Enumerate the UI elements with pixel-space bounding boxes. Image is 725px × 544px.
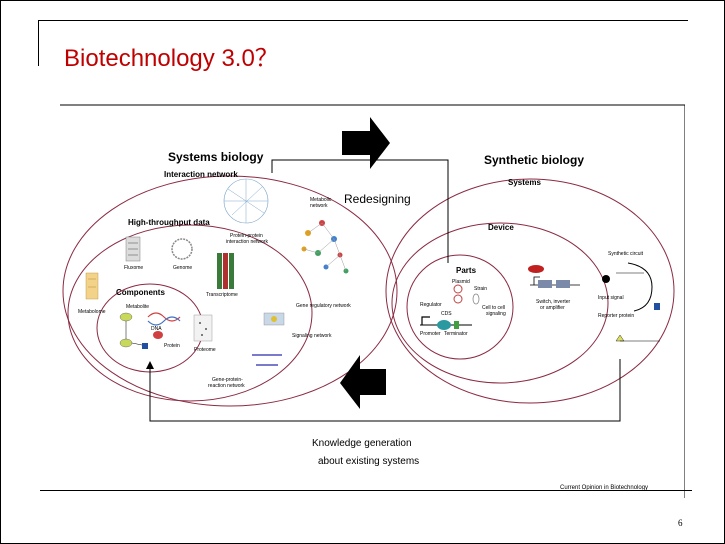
metabolome-illustration [85, 272, 99, 300]
dna-label: DNA [151, 326, 162, 332]
device-label: Device [488, 223, 514, 232]
signaling-network-label: Signaling network [292, 333, 332, 339]
redesigning-arrow [342, 117, 390, 169]
metabolome-label: Metabolome [78, 309, 106, 315]
high-throughput-label: High-throughput data [128, 218, 210, 227]
interaction-network-label: Interaction network [164, 170, 238, 179]
synthetic-biology-outer-ellipse [385, 178, 675, 404]
strain-label: Strain [474, 286, 487, 292]
switch-label-2: or amplifier [540, 305, 565, 311]
knowledge-arrow [340, 355, 386, 409]
gene-protein-reaction-label-2: reaction network [208, 383, 245, 389]
page-number: 6 [678, 518, 683, 528]
proteome-label: Proteome [194, 347, 216, 353]
high-throughput-ellipse [67, 224, 313, 402]
genome-label: Genome [173, 265, 192, 271]
strain-illustration [472, 293, 480, 305]
protein-label: Protein [164, 343, 180, 349]
switch-label-1: Switch, inverter [536, 299, 571, 305]
gene-regulatory-network-label: Gene regulatory network [296, 303, 351, 309]
genetic-part-illustration [420, 316, 472, 330]
metabolic-network-label-2: network [310, 203, 328, 209]
transcriptome-label: Transcriptome [206, 292, 238, 298]
ppi-network-illustration [223, 178, 269, 224]
switch-device-illustration [528, 265, 580, 288]
knowledge-loop-line [149, 359, 621, 422]
knowledge-label-2: about existing systems [318, 456, 419, 467]
terminator-label: Terminator [444, 331, 468, 337]
fluxome-illustration [125, 236, 141, 262]
signaling-network-illustration [263, 312, 285, 326]
fluxome-label: Fluxome [124, 265, 143, 271]
metabolic-network-illustration [301, 220, 349, 274]
gene-protein-reaction-illustration [252, 354, 282, 366]
components-ellipse [96, 283, 204, 373]
regulator-label: Regulator [420, 302, 442, 308]
parts-label: Parts [456, 266, 477, 275]
title-tick [38, 20, 39, 66]
systems-biology-outer-ellipse [62, 175, 398, 407]
input-signal-label: Input signal [598, 295, 624, 301]
source-label: Current Opinion in Biotechnology [560, 485, 648, 491]
systems-biology-title: Systems biology [168, 150, 264, 164]
metabolite-label: Metabolite [126, 304, 149, 310]
components-illustration [119, 312, 181, 349]
cell-signaling-label-1: Cell to cell [482, 305, 505, 311]
metabolic-network-label-1: Metabolic [310, 197, 332, 203]
ppi-network-label-1: Protein-protein [230, 233, 263, 239]
gene-protein-reaction-label-1: Gene-protein- [212, 377, 243, 383]
title-rule [38, 20, 688, 21]
slide-title: Biotechnology 3.0？ [64, 45, 279, 72]
parts-ellipse [406, 254, 514, 360]
proteome-illustration [193, 314, 213, 342]
systems-label: Systems [508, 178, 541, 187]
ppi-network-label-2: interaction network [226, 239, 268, 245]
diagram-canvas: Systems biology Interaction network High… [60, 104, 685, 498]
promoter-label: Promoter [420, 331, 441, 337]
redesigning-connector [271, 159, 449, 263]
synthetic-biology-title: Synthetic biology [484, 153, 584, 167]
synthetic-circuit-illustration [602, 262, 660, 342]
redesigning-label: Redesigning [344, 192, 411, 206]
plasmid-label: Plasmid [452, 279, 470, 285]
cell-signaling-label-2: signaling [486, 311, 506, 317]
transcriptome-illustration [217, 253, 234, 289]
components-label: Components [116, 288, 165, 297]
reporter-protein-label: Reporter protein [598, 313, 634, 319]
knowledge-loop-arrowhead [146, 361, 154, 369]
biotech-diagram: Systems biology Interaction network High… [60, 103, 685, 498]
plasmid-illustration [453, 284, 463, 304]
knowledge-label-1: Knowledge generation [312, 438, 412, 449]
device-ellipse [391, 222, 609, 384]
genome-illustration [171, 238, 193, 260]
synthetic-circuit-label: Synthetic circuit [608, 251, 644, 257]
bottom-rule [40, 490, 692, 491]
cds-label: CDS [441, 311, 452, 317]
